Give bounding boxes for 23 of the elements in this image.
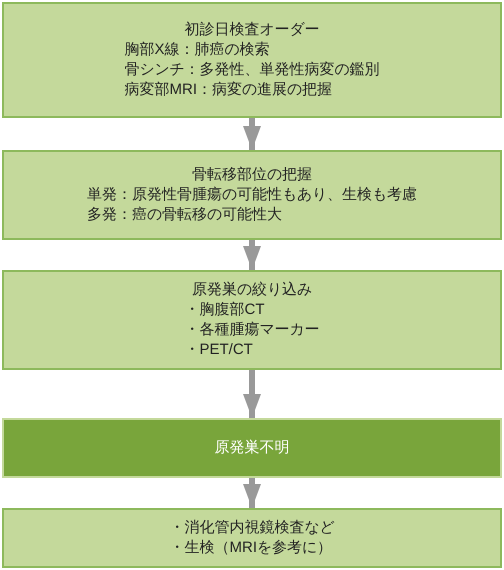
box-heading: 原発巣の絞り込み [192, 280, 312, 300]
list-item: ・胸腹部CT [184, 300, 264, 320]
list-item: ・消化管内視鏡検査など [170, 518, 334, 538]
box-heading: 骨転移部位の把握 [192, 165, 312, 185]
process-box [2, 418, 502, 478]
list-item: ・PET/CT [184, 340, 253, 360]
list-item: 胸部X線：肺癌の検索 [124, 40, 270, 60]
process-box [2, 508, 502, 568]
arrow [243, 118, 261, 150]
list-item: ・生検（MRIを参考に） [170, 538, 332, 558]
list-item: ・各種腫瘍マーカー [184, 320, 320, 340]
list-item: 病変部MRI：病変の進展の把握 [124, 80, 332, 100]
arrow [243, 240, 261, 270]
process-box [2, 270, 502, 370]
arrow [243, 478, 261, 508]
box-heading: 初診日検査オーダー [184, 20, 320, 40]
list-item: 単発：原発性骨腫瘍の可能性もあり、生検も考慮 [87, 185, 417, 205]
process-box [2, 150, 502, 240]
process-box [2, 2, 502, 118]
box-label: 原発巣不明 [214, 438, 290, 458]
list-item: 骨シンチ：多発性、単発性病変の鑑別 [124, 60, 380, 80]
list-item: 多発：癌の骨転移の可能性大 [87, 205, 282, 225]
arrow [243, 370, 261, 418]
